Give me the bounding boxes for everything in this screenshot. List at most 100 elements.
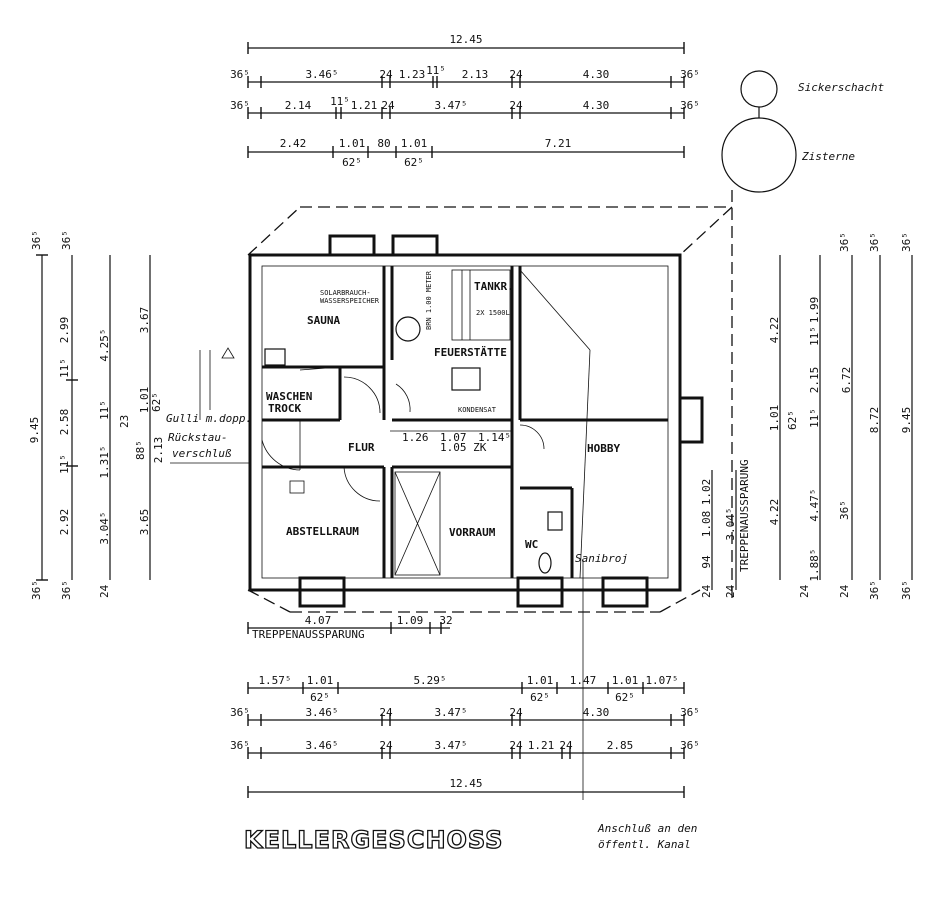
dim-label: 3.46⁵ xyxy=(305,706,338,719)
dim-label: 24 xyxy=(724,584,737,598)
dim-label: 24 xyxy=(509,99,523,112)
dim-label: 36⁵ xyxy=(868,232,881,252)
dim-label: 1.09 xyxy=(397,614,424,627)
dim-label: 24 xyxy=(381,99,395,112)
dim-label: 36⁵ xyxy=(30,580,43,600)
dim-label: 4.30 xyxy=(583,99,610,112)
dim-label: 1.14⁵ xyxy=(478,431,511,444)
dim-label: 1.99 xyxy=(808,297,821,324)
dim-label: 62⁵ xyxy=(310,691,330,704)
dim-label: 36⁵ xyxy=(680,99,700,112)
anschluss-label-2: öffentl. Kanal xyxy=(598,838,691,851)
dim-label: 24 xyxy=(379,706,393,719)
dim-label: 4.07 xyxy=(305,614,332,627)
dim-label: 3.46⁵ xyxy=(305,739,338,752)
dim-label: 24 xyxy=(700,584,713,598)
dim-label: 88⁵ xyxy=(134,440,147,460)
dim-label: 5.29⁵ xyxy=(413,674,446,687)
dim-label: 3.47⁵ xyxy=(434,706,467,719)
dim-label: 24 xyxy=(379,739,393,752)
dim-label: 6.72 xyxy=(840,367,853,394)
window-well xyxy=(298,576,346,608)
dim-label: 3.46⁵ xyxy=(305,68,338,81)
dim-label: 2.13 xyxy=(462,68,489,81)
dim-label: 32 xyxy=(439,614,452,627)
solar-label-2: WASSERSPEICHER xyxy=(320,297,380,305)
dim-label: 9.45 xyxy=(28,417,41,444)
dim-label: 36⁵ xyxy=(900,580,913,600)
window-well xyxy=(678,396,704,444)
dim-label: 4.22 xyxy=(768,499,781,526)
dim-label: 1.01 xyxy=(768,405,781,432)
dim-label: 1.23 xyxy=(399,68,426,81)
dim-label: 36⁵ xyxy=(230,68,250,81)
dim-label: 62⁵ xyxy=(150,392,163,412)
dim-label: 36⁵ xyxy=(680,739,700,752)
dim-label: 36⁵ xyxy=(680,68,700,81)
dim-label: 36⁵ xyxy=(230,99,250,112)
window-well xyxy=(391,234,439,257)
plan-title: KELLERGESCHOSS xyxy=(244,826,503,854)
dim-label: 1.47 xyxy=(570,674,597,687)
dashed-outline xyxy=(247,206,733,613)
dim-label: 24 xyxy=(98,584,111,598)
dim-label: 1.57⁵ xyxy=(258,674,291,687)
dim-label: 36⁵ xyxy=(60,580,73,600)
dim-label: 1.01 xyxy=(401,137,428,150)
dim-label: 62⁵ xyxy=(342,156,362,169)
dim-label: 1.01 xyxy=(612,674,639,687)
dim-label: 1.01 xyxy=(307,674,334,687)
dim-label: 24 xyxy=(509,68,523,81)
dim-label: 2.13 xyxy=(152,437,165,464)
dim-label: 2.14 xyxy=(285,99,312,112)
room-wc: WC xyxy=(525,538,538,551)
zisterne-circle xyxy=(721,117,797,193)
dim-label: 1.21 xyxy=(528,739,555,752)
dim-label: 36⁵ xyxy=(838,232,851,252)
room-vorraum: VORRAUM xyxy=(449,526,496,539)
dim-label: 24 xyxy=(838,584,851,598)
dim-label: 1.07⁵ xyxy=(645,674,678,687)
window-well xyxy=(601,576,649,608)
room-tank: TANKR. xyxy=(474,280,514,293)
dim-label: 3.65 xyxy=(138,509,151,536)
dim-label: 62⁵ xyxy=(530,691,550,704)
dim-label: 4.47⁵ xyxy=(808,488,821,521)
dim-label: 1.88⁵ xyxy=(808,548,821,581)
left-notes: Gulli m.dopp. Rückstau- verschluß xyxy=(166,347,252,464)
dim-label: 2.58 xyxy=(58,409,71,436)
dim-label: 94 xyxy=(700,555,713,569)
dim-label: 36⁵ xyxy=(900,232,913,252)
treppe-label-right: TREPPENAUSSPARUNG xyxy=(738,459,751,572)
dim-label: 11⁵ xyxy=(330,95,350,108)
dim-label: 2.42 xyxy=(280,137,307,150)
dim-label: 62⁵ xyxy=(615,691,635,704)
room-feuerstaette: FEUERSTÄTTE xyxy=(434,345,507,359)
window-well xyxy=(516,576,564,608)
dim-label: 80 xyxy=(377,137,390,150)
left-dimensions: 36⁵ 9.45 36⁵ 36⁵ 2.99 11⁵ 2.58 11⁵ 2.92 … xyxy=(28,230,165,600)
dim-label: 2.92 xyxy=(58,509,71,536)
room-trock: TROCK xyxy=(268,402,301,415)
dim-label: 1.01 xyxy=(339,137,366,150)
dim-label: 36⁵ xyxy=(868,580,881,600)
dim-label: 3.04⁵ xyxy=(724,507,737,540)
sickerschacht-label: Sickerschacht xyxy=(798,81,884,94)
dim-label: 11⁵ xyxy=(426,64,446,77)
dim-label: 4.22 xyxy=(768,317,781,344)
rueckstau-label: Rückstau- xyxy=(168,431,228,444)
room-labels: SAUNA SOLARBRAUCH- WASSERSPEICHER BRN 1.… xyxy=(266,270,628,565)
dim-label: 1.05 ZK xyxy=(440,441,487,454)
dim-label: 23 xyxy=(118,415,131,428)
room-hobby: HOBBY xyxy=(587,442,620,455)
dim-label: 62⁵ xyxy=(786,410,799,430)
dim-label: 2.85 xyxy=(607,739,634,752)
dim-label: 7.21 xyxy=(545,137,572,150)
dim-label: 24 xyxy=(379,68,393,81)
treppe-label-bottom: TREPPENAUSSPARUNG xyxy=(252,628,365,641)
dim-label: 11⁵ xyxy=(58,358,71,378)
dim-label: 4.25⁵ xyxy=(98,328,111,361)
room-waschen: WASCHEN xyxy=(266,390,312,403)
dim-label: 11⁵ xyxy=(58,454,71,474)
dim-label: 24 xyxy=(798,584,811,598)
